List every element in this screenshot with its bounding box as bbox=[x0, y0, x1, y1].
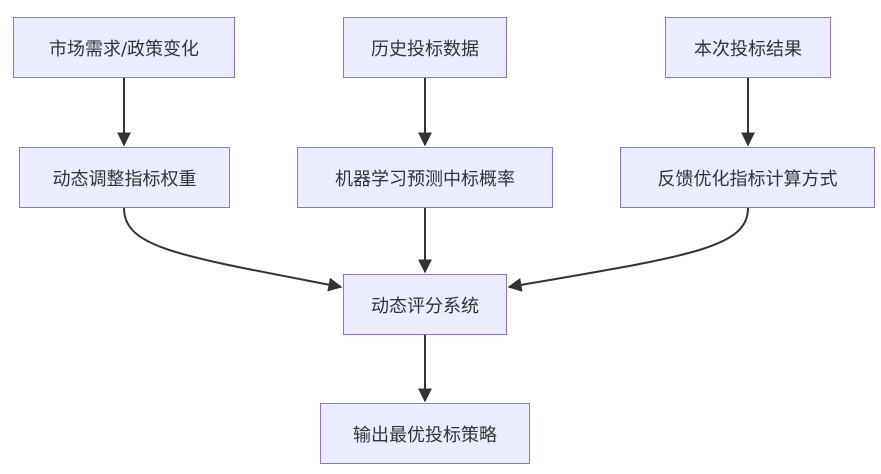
node-market-policy: 市场需求/政策变化 bbox=[13, 17, 235, 78]
node-ml-prediction: 机器学习预测中标概率 bbox=[297, 147, 553, 208]
edge-dynamic-weights-to-scoring-system bbox=[123, 207, 343, 292]
node-feedback-optimize-label: 反馈优化指标计算方式 bbox=[657, 168, 838, 190]
node-current-result: 本次投标结果 bbox=[665, 17, 831, 78]
edge-feedback-optimize-to-scoring-system bbox=[507, 207, 749, 292]
node-optimal-strategy-label: 输出最优投标策略 bbox=[353, 424, 497, 446]
node-current-result-label: 本次投标结果 bbox=[694, 38, 802, 60]
node-dynamic-weights: 动态调整指标权重 bbox=[19, 147, 230, 208]
node-optimal-strategy: 输出最优投标策略 bbox=[320, 403, 530, 464]
node-market-policy-label: 市场需求/政策变化 bbox=[48, 38, 200, 60]
node-scoring-system: 动态评分系统 bbox=[343, 274, 507, 335]
node-historical-data-label: 历史投标数据 bbox=[371, 38, 479, 60]
node-scoring-system-label: 动态评分系统 bbox=[371, 295, 479, 317]
node-ml-prediction-label: 机器学习预测中标概率 bbox=[335, 168, 515, 190]
node-historical-data: 历史投标数据 bbox=[343, 17, 507, 78]
node-dynamic-weights-label: 动态调整指标权重 bbox=[52, 168, 197, 190]
node-feedback-optimize: 反馈优化指标计算方式 bbox=[620, 147, 875, 208]
